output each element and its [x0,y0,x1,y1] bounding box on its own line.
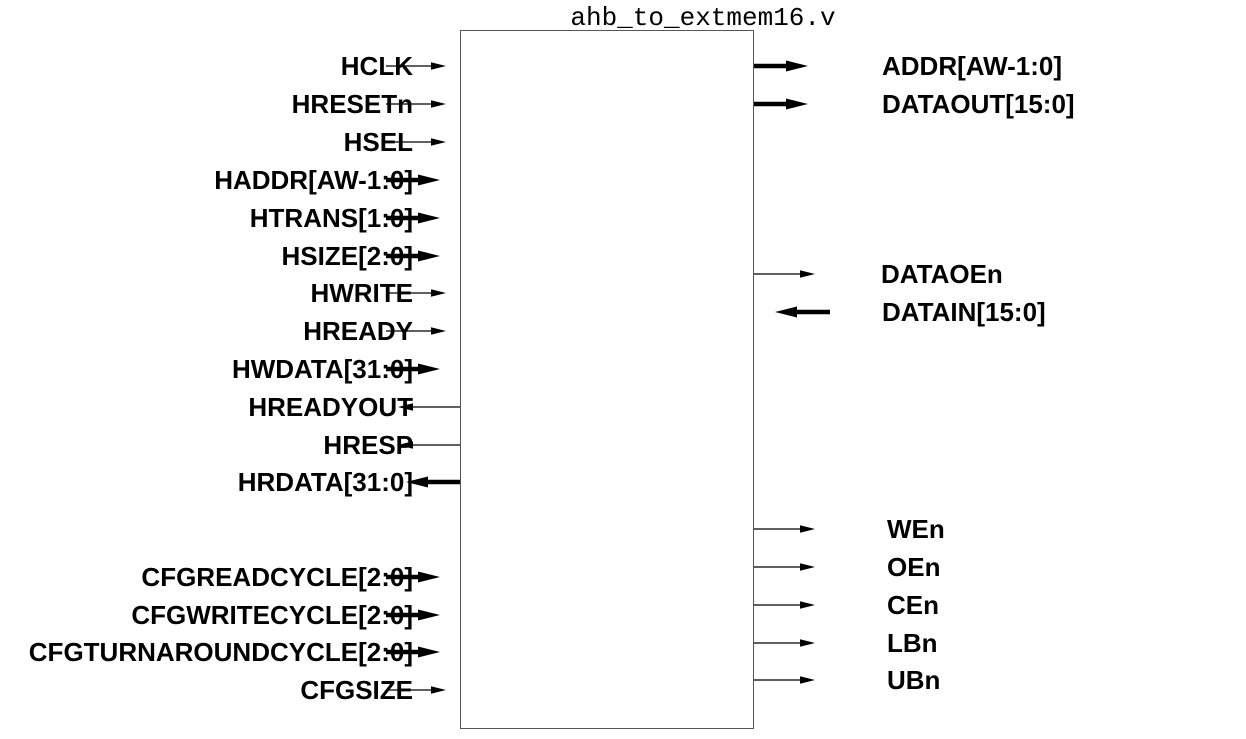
arrow-out-dataout-15-0 [754,98,808,110]
module-block [460,30,754,729]
port-hrdata-31-0: HRDATA[31:0] [238,467,460,497]
port-cen: CEn [754,590,939,620]
arrow-out-addr-aw-1-0 [754,60,808,72]
port-hwrite: HWRITE [310,278,446,308]
port-label: HRESP [323,430,413,460]
port-label: HRESETn [292,89,413,119]
arrow-in-datain-15-0 [775,306,830,318]
port-label: OEn [887,552,940,582]
port-label: HSIZE[2:0] [282,241,413,271]
port-label: HWDATA[31:0] [232,354,413,384]
port-label: DATAOEn [881,259,1003,289]
arrow-out-wen [754,525,815,533]
port-cfgsize: CFGSIZE [300,675,446,705]
arrow-out-hreadyout [398,403,460,411]
port-label: CFGWRITECYCLE[2:0] [131,600,413,630]
arrow-in-hsel [386,138,446,146]
module-title: ahb_to_extmem16.v [570,3,835,33]
arrow-in-htrans-1-0 [386,212,440,224]
arrow-out-lbn [754,639,815,647]
port-label: UBn [887,665,940,695]
port-hresetn: HRESETn [292,89,446,119]
port-hwdata-31-0: HWDATA[31:0] [232,354,440,384]
port-label: LBn [887,628,938,658]
port-label: CFGTURNAROUNDCYCLE[2:0] [29,637,413,667]
port-lbn: LBn [754,628,938,658]
port-cfgwritecycle-2-0: CFGWRITECYCLE[2:0] [131,600,440,630]
port-addr-aw-1-0: ADDR[AW-1:0] [754,51,1062,81]
port-hsize-2-0: HSIZE[2:0] [282,241,440,271]
port-cfgturnaroundcycle-2-0: CFGTURNAROUNDCYCLE[2:0] [29,637,440,667]
port-label: HWRITE [310,278,413,308]
arrow-in-cfgturnaroundcycle-2-0 [386,646,440,658]
arrow-out-ubn [754,676,815,684]
port-label: WEn [887,514,945,544]
arrow-in-cfgwritecycle-2-0 [386,609,440,621]
arrow-in-hresetn [386,100,446,108]
port-dataout-15-0: DATAOUT[15:0] [754,89,1075,119]
port-label: HTRANS[1:0] [250,203,413,233]
port-hclk: HCLK [341,51,446,81]
arrow-out-hrdata-31-0 [406,476,460,488]
port-label: HREADY [303,316,413,346]
port-label: HRDATA[31:0] [238,467,413,497]
arrow-in-hready [386,327,446,335]
port-haddr-aw-1-0: HADDR[AW-1:0] [214,165,440,195]
right-port-group: ADDR[AW-1:0] DATAOUT[15:0] DATAOEnDATAIN[1… [754,51,1075,695]
port-label: HCLK [341,51,413,81]
arrow-in-hsize-2-0 [386,250,440,262]
port-label: CFGREADCYCLE[2:0] [141,562,413,592]
arrow-out-oen [754,563,815,571]
port-label: DATAOUT[15:0] [882,89,1075,119]
port-dataoen: DATAOEn [754,259,1003,289]
port-label: DATAIN[15:0] [882,297,1046,327]
arrow-in-cfgreadcycle-2-0 [386,571,440,583]
port-htrans-1-0: HTRANS[1:0] [250,203,440,233]
port-hreadyout: HREADYOUT [248,392,460,422]
arrow-in-hwdata-31-0 [386,363,440,375]
arrow-out-cen [754,601,815,609]
arrow-in-hclk [386,62,446,70]
port-oen: OEn [754,552,940,582]
arrow-out-dataoen [754,270,815,278]
port-hsel: HSEL [344,127,446,157]
arrow-in-hwrite [386,289,446,297]
port-datain-15-0: DATAIN[15:0] [775,297,1046,327]
port-wen: WEn [754,514,945,544]
port-ubn: UBn [754,665,940,695]
port-hready: HREADY [303,316,446,346]
port-hresp: HRESP [323,430,460,460]
port-label: HADDR[AW-1:0] [214,165,413,195]
arrow-in-cfgsize [386,686,446,694]
port-label: ADDR[AW-1:0] [882,51,1062,81]
port-cfgreadcycle-2-0: CFGREADCYCLE[2:0] [141,562,440,592]
port-label: HREADYOUT [248,392,413,422]
port-label: CEn [887,590,939,620]
port-label: HSEL [344,127,413,157]
arrow-in-haddr-aw-1-0 [386,174,440,186]
arrow-out-hresp [398,441,460,449]
port-label: CFGSIZE [300,675,413,705]
